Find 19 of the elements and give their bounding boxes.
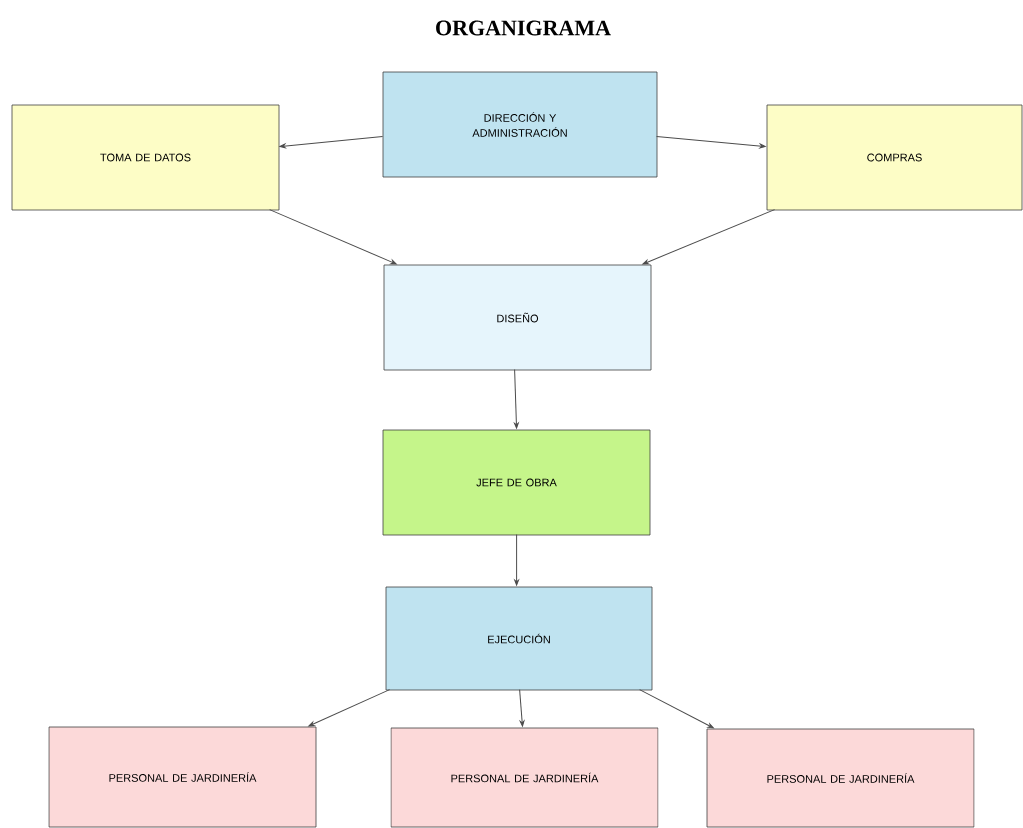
org-box: PERSONAL DE JARDINERÍA	[48, 726, 317, 828]
arrow	[514, 534, 519, 586]
org-box: JEFE DE OBRA	[382, 429, 651, 536]
org-box: TOMA DE DATOS	[11, 104, 280, 211]
org-box: PERSONAL DE JARDINERÍA	[706, 728, 975, 828]
arrow	[308, 689, 391, 727]
org-box: COMPRAS	[766, 104, 1023, 211]
arrow	[639, 689, 714, 729]
arrow	[656, 136, 766, 149]
org-box: PERSONAL DE JARDINERÍA	[390, 727, 659, 828]
arrow	[519, 689, 525, 727]
arrow	[279, 136, 384, 149]
title: ORGANIGRAMA	[436, 20, 611, 36]
org-box: DIRECCIÓN Y ADMINISTRACIÓN	[382, 71, 658, 178]
arrow	[642, 209, 776, 265]
org-box: DISEÑO	[383, 264, 652, 371]
org-box: EJECUCIÓN	[385, 586, 653, 691]
arrow	[514, 369, 519, 429]
arrow	[269, 209, 397, 265]
